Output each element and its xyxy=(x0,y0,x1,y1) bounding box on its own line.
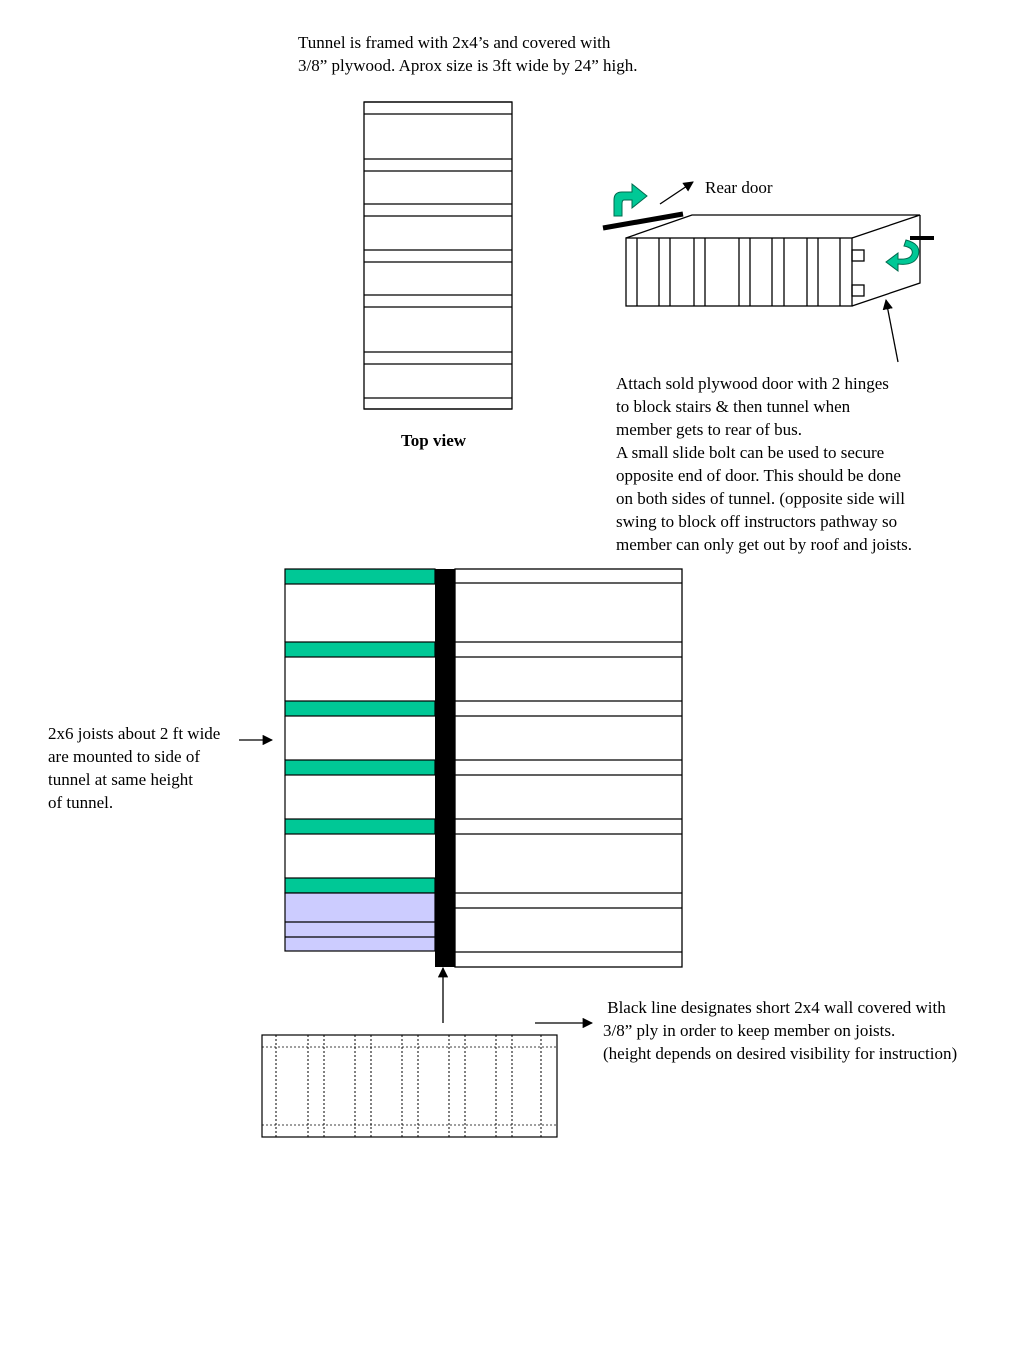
door-note-line: A small slide bolt can be used to secure xyxy=(616,443,885,462)
joists xyxy=(284,568,436,894)
wall-elevation-outline xyxy=(261,1034,558,1138)
tunnel-outline xyxy=(363,101,513,410)
intro-line: Tunnel is framed with 2x4’s and covered … xyxy=(298,33,611,52)
tunnel-frames xyxy=(364,101,512,410)
intro-text: Tunnel is framed with 2x4’s and covered … xyxy=(298,31,638,77)
wall-elevation xyxy=(261,1034,558,1138)
door-note-line: swing to block off instructors pathway s… xyxy=(616,512,898,531)
rear-door-arrow xyxy=(659,181,694,205)
wall-note-line: Black line designates short 2x4 wall cov… xyxy=(603,998,946,1017)
top-view-tunnel xyxy=(363,101,513,410)
tunnel-frame-lines xyxy=(636,238,841,306)
rear-door-label: Rear door xyxy=(705,178,773,197)
joist xyxy=(284,818,436,835)
end-pointer-arrow xyxy=(882,298,899,363)
intro-line: 3/8” plywood. Aprox size is 3ft wide by … xyxy=(298,56,638,75)
tunnel-plan-outline xyxy=(454,568,683,968)
wall-studs xyxy=(275,1035,542,1137)
door-note-line: on both sides of tunnel. (opposite side … xyxy=(616,489,905,508)
short-wall xyxy=(435,569,455,967)
wall-note: Black line designates short 2x4 wall cov… xyxy=(603,996,957,1065)
joist-note: 2x6 joists about 2 ft wide are mounted t… xyxy=(48,722,220,814)
plan-view xyxy=(239,568,683,1029)
door-note: Attach sold plywood door with 2 hinges t… xyxy=(616,372,912,556)
joist-note-line: are mounted to side of xyxy=(48,747,201,766)
joist xyxy=(284,877,436,894)
door-note-line: member can only get out by roof and jois… xyxy=(616,535,913,554)
joist-note-line: of tunnel. xyxy=(48,793,114,812)
door-note-line: to block stairs & then tunnel when xyxy=(616,397,851,416)
wall-note-line: 3/8” ply in order to keep member on jois… xyxy=(603,1021,896,1040)
tunnel-top-face xyxy=(625,214,921,239)
door-swing-arrow-icon xyxy=(613,182,648,217)
top-view-label: Top view xyxy=(401,431,467,450)
hinge xyxy=(851,284,865,297)
joist-note-line: tunnel at same height xyxy=(48,770,193,789)
joist xyxy=(284,641,436,658)
tunnel-3d-sketch xyxy=(602,181,934,363)
tunnel-plan-frames xyxy=(455,582,682,953)
joist xyxy=(284,568,436,585)
door-note-line: Attach sold plywood door with 2 hinges xyxy=(616,374,889,393)
joist-note-line: 2x6 joists about 2 ft wide xyxy=(48,724,221,743)
rear-door-panel xyxy=(602,211,684,231)
wall-note-line: (height depends on desired visibility fo… xyxy=(603,1044,958,1063)
joist xyxy=(284,700,436,717)
hinge xyxy=(851,249,865,262)
side-door-swing-arrow-icon xyxy=(885,239,920,272)
door-note-line: member gets to rear of bus. xyxy=(616,420,802,439)
joist xyxy=(284,759,436,776)
door-note-line: opposite end of door. This should be don… xyxy=(616,466,901,485)
